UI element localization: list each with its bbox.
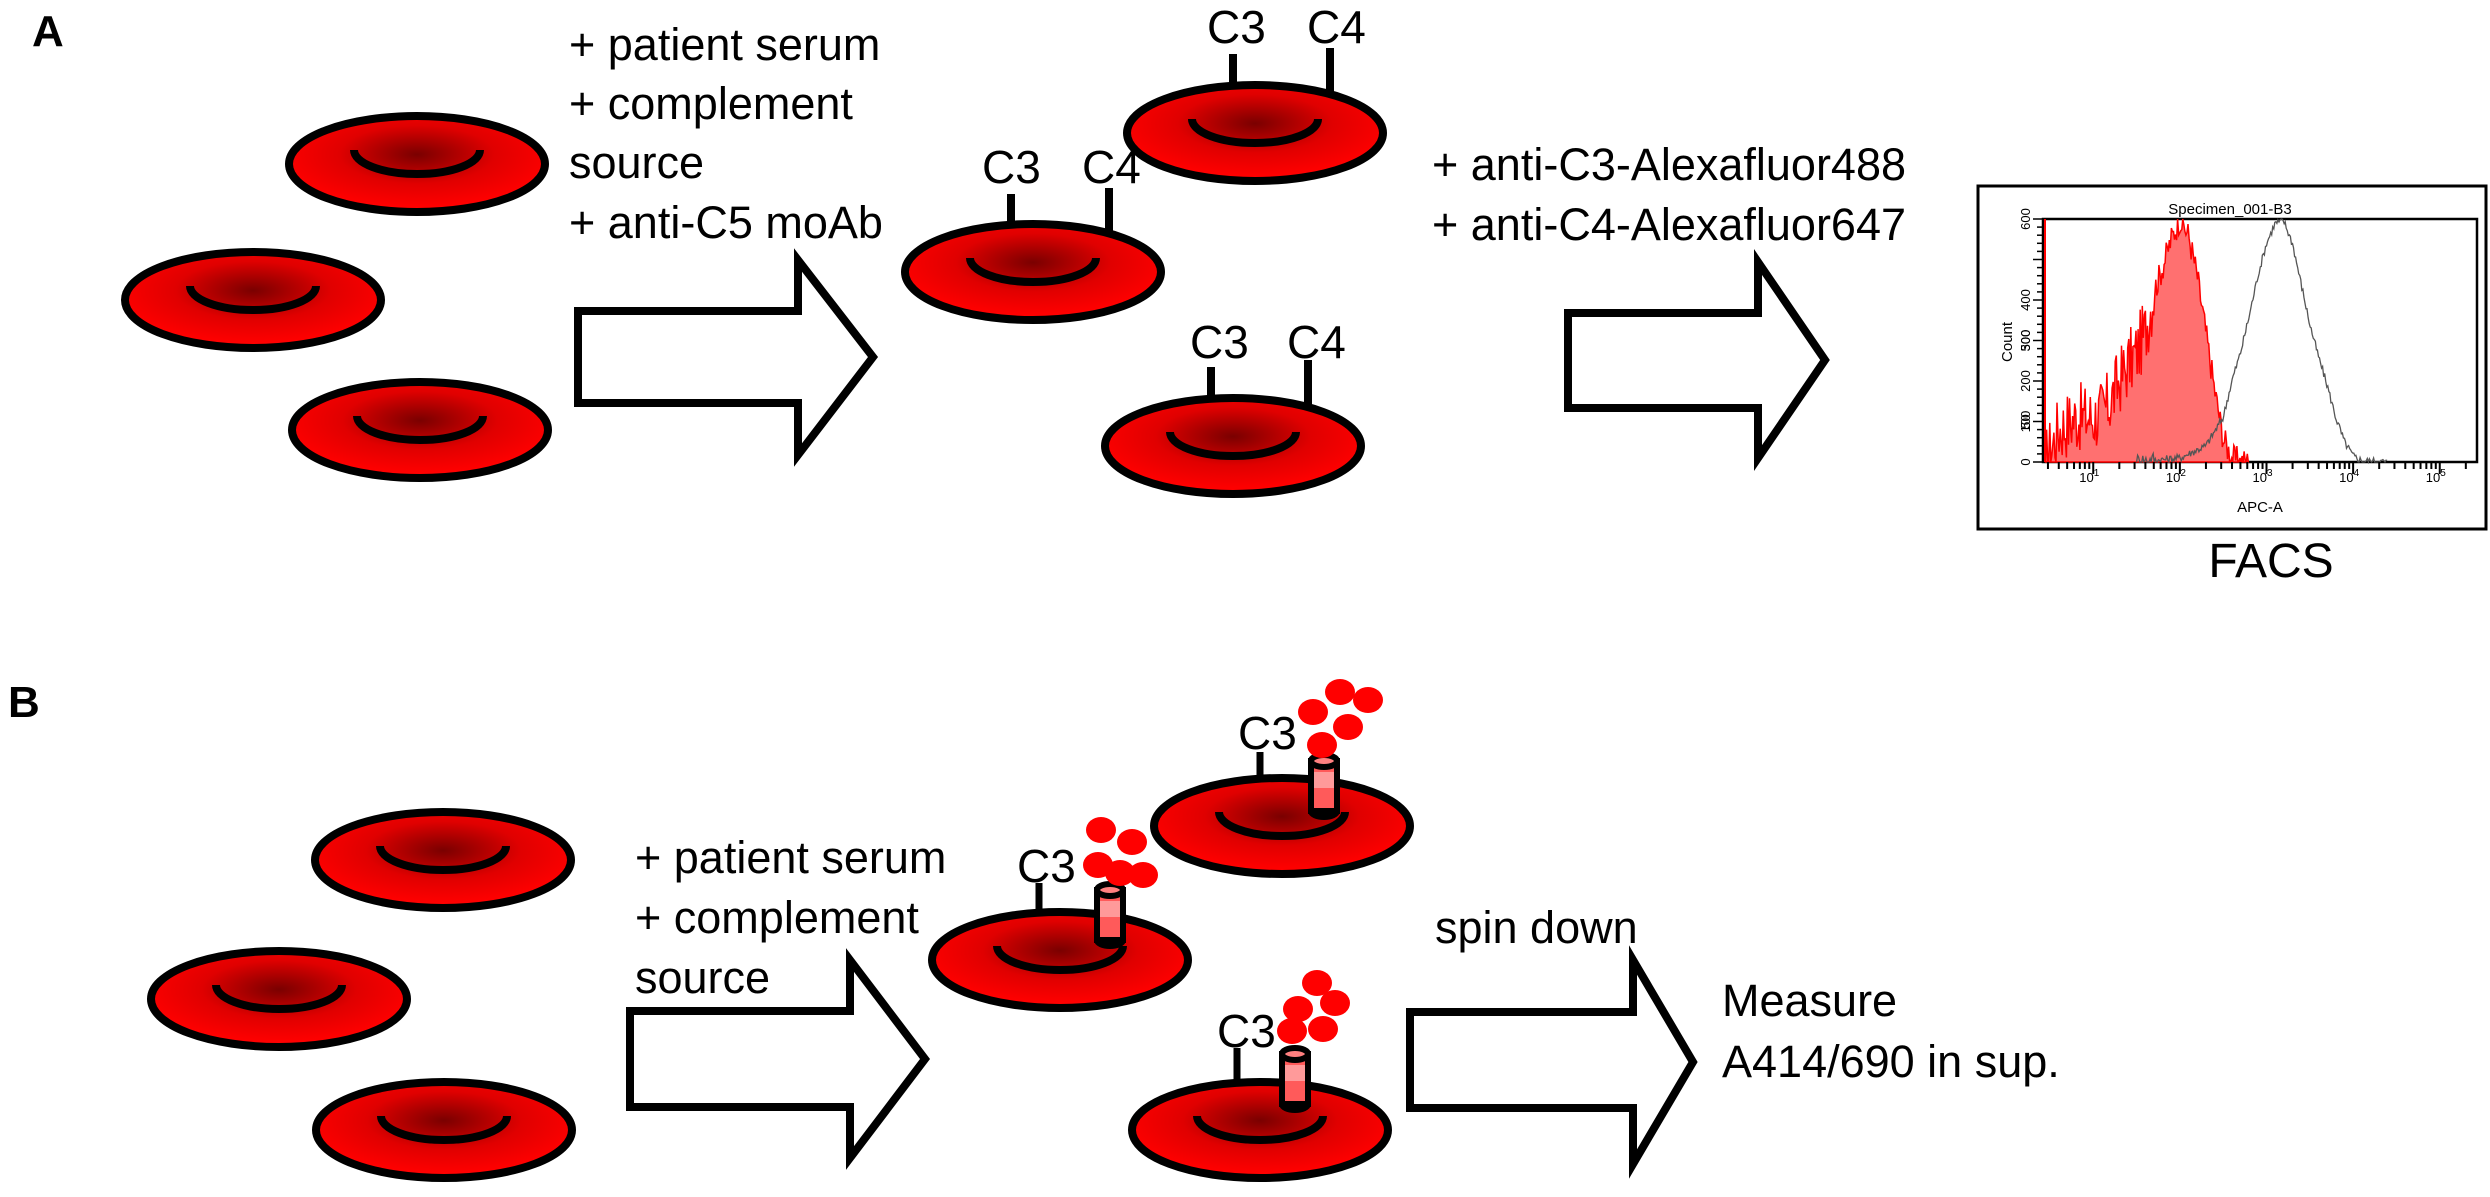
y-tick-label: 300 xyxy=(2018,330,2033,352)
hemoglobin-dot xyxy=(1298,699,1328,725)
hemoglobin-dot xyxy=(1320,990,1350,1016)
c4-label: C4 xyxy=(1082,141,1141,193)
c3-label: C3 xyxy=(1217,1005,1276,1057)
histogram-series-filled-red-histogram xyxy=(2044,218,2250,465)
red-blood-cell-icon xyxy=(905,224,1161,320)
step-a1-reagents: + patient serum + complement source + an… xyxy=(569,19,883,248)
panel-a: A + patient serum + complement source + … xyxy=(32,1,2488,588)
untreated-cells-b xyxy=(151,812,572,1178)
reagent-line: source xyxy=(635,952,770,1003)
x-axis-label: APC-A xyxy=(2237,499,2283,516)
hemoglobin-dot xyxy=(1325,679,1355,705)
red-blood-cell-icon xyxy=(125,252,381,348)
y-tick-label: 50 xyxy=(2018,414,2033,428)
y-tick-label: 500 xyxy=(2018,330,2033,352)
hemoglobin-dot xyxy=(1333,714,1363,740)
x-tick-label: 102 xyxy=(2166,468,2186,485)
hemoglobin-dot xyxy=(1307,732,1337,758)
arrow-right-icon xyxy=(1564,249,1830,471)
y-tick-label: 400 xyxy=(2018,289,2033,311)
hemoglobin-dot xyxy=(1283,996,1313,1022)
arrow-right-icon xyxy=(626,948,931,1170)
facs-caption: FACS xyxy=(2208,535,2333,588)
red-blood-cell-icon xyxy=(292,382,548,478)
y-tick-label: 600 xyxy=(2018,208,2033,230)
c4-label: C4 xyxy=(1287,316,1346,368)
hemoglobin-release xyxy=(1083,817,1158,888)
hemoglobin-dot xyxy=(1302,970,1332,996)
mac-pore-icon xyxy=(1282,1048,1308,1110)
antibody-line: + anti-C3-Alexafluor488 xyxy=(1432,139,1906,190)
hemoglobin-dot xyxy=(1086,817,1116,843)
reagent-line: + patient serum xyxy=(569,19,880,70)
untreated-cells-a xyxy=(125,116,548,478)
hemoglobin-dot xyxy=(1353,687,1383,713)
c4-label: C4 xyxy=(1307,1,1366,53)
step-a2-antibodies: + anti-C3-Alexafluor488 + anti-C4-Alexaf… xyxy=(1432,139,1906,250)
x-tick-label: 103 xyxy=(2252,468,2272,485)
opsonized-cells-a: C3 C4 C3 C4 C3 C4 xyxy=(905,1,1383,494)
hemoglobin-dot xyxy=(1128,862,1158,888)
readout-line: Measure xyxy=(1722,975,1897,1026)
y-tick-label: 0 xyxy=(2018,458,2033,465)
readout-line: A414/690 in sup. xyxy=(1722,1036,2060,1087)
hemoglobin-release xyxy=(1277,970,1350,1044)
y-axis-label: Count xyxy=(1999,321,2016,362)
reagent-line: + complement xyxy=(635,892,919,943)
red-blood-cell-icon xyxy=(315,812,571,908)
reagent-line: + patient serum xyxy=(635,832,946,883)
mac-pore-icon xyxy=(1311,755,1337,817)
reagent-line: + complement xyxy=(569,78,853,129)
c3-label: C3 xyxy=(1017,840,1076,892)
red-blood-cell-icon xyxy=(1127,85,1383,181)
hemoglobin-dot xyxy=(1117,829,1147,855)
x-tick-label: 101 xyxy=(2079,468,2099,485)
mac-pore-icon xyxy=(1097,884,1123,946)
red-blood-cell-icon xyxy=(151,951,407,1047)
readout-b: Measure A414/690 in sup. xyxy=(1722,975,2060,1087)
red-blood-cell-icon xyxy=(932,912,1188,1008)
histogram-series-open-gray-histogram xyxy=(2135,217,2388,465)
x-tick-label: 105 xyxy=(2426,468,2446,485)
c3-label: C3 xyxy=(1238,707,1297,759)
panel-b: B + patient serum + complement source C3 xyxy=(8,678,2060,1178)
panel-a-label: A xyxy=(32,7,64,56)
step-b1-reagents: + patient serum + complement source xyxy=(635,832,946,1003)
red-blood-cell-icon xyxy=(316,1082,572,1178)
reagent-line: + anti-C5 moAb xyxy=(569,197,883,248)
spin-down-label: spin down xyxy=(1435,902,1638,953)
red-blood-cell-icon xyxy=(1105,398,1361,494)
reagent-line: source xyxy=(569,137,704,188)
lysing-cells-b: C3 C3 C3 xyxy=(932,679,1410,1178)
red-blood-cell-icon xyxy=(1132,1082,1388,1178)
chart-title: Specimen_001-B3 xyxy=(2168,201,2291,218)
antibody-line: + anti-C4-Alexafluor647 xyxy=(1432,199,1906,250)
hemoglobin-release xyxy=(1298,679,1383,758)
hemoglobin-dot xyxy=(1105,860,1135,886)
x-tick-label: 104 xyxy=(2339,468,2359,485)
arrow-right-icon xyxy=(1406,945,1698,1179)
c3-label: C3 xyxy=(1190,316,1249,368)
panel-b-label: B xyxy=(8,678,40,727)
red-blood-cell-icon xyxy=(1154,778,1410,874)
red-blood-cell-icon xyxy=(289,116,545,212)
c3-label: C3 xyxy=(982,141,1041,193)
hemoglobin-dot xyxy=(1308,1016,1338,1042)
hemoglobin-dot xyxy=(1277,1018,1307,1044)
c3-label: C3 xyxy=(1207,1,1266,53)
y-tick-label: 200 xyxy=(2018,370,2033,392)
y-tick-label: 100 xyxy=(2018,411,2033,433)
arrow-right-icon xyxy=(574,248,879,467)
